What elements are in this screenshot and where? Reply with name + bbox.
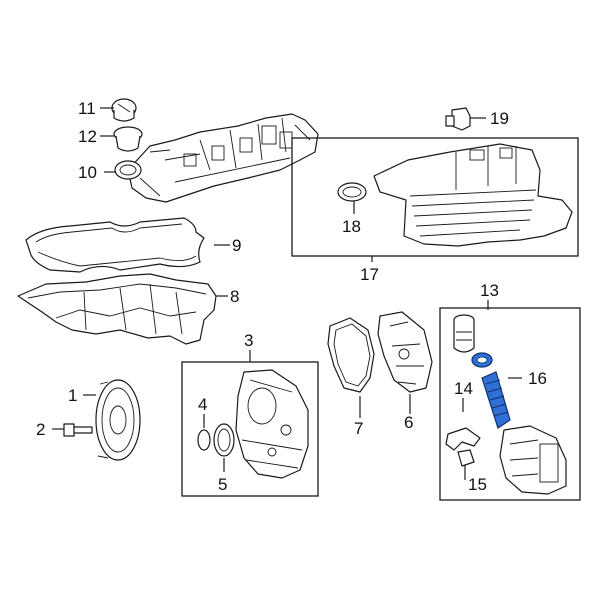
callout-12: 12 (78, 127, 97, 146)
callout-5: 5 (218, 475, 227, 494)
timing-cover[interactable] (235, 369, 309, 479)
oil-filler-cap[interactable] (111, 98, 137, 122)
callout-8: 8 (230, 287, 239, 306)
cylinder-head-cover[interactable] (127, 113, 319, 203)
oil-filter-group-box (439, 307, 581, 501)
oil-line-14[interactable] (445, 427, 481, 451)
cooler-seal-ring[interactable] (337, 182, 367, 202)
crankshaft-pulley[interactable] (95, 379, 141, 461)
callout-13: 13 (480, 281, 499, 300)
callout-11: 11 (78, 99, 96, 118)
callout-19: 19 (490, 109, 509, 128)
callout-7: 7 (354, 419, 363, 438)
o-ring-highlight[interactable] (471, 352, 493, 368)
breather-seal[interactable] (114, 160, 142, 180)
callout-10: 10 (78, 163, 97, 182)
filter-cap[interactable] (453, 314, 475, 353)
callout-2: 2 (36, 420, 45, 439)
callout-labels: 11 12 10 19 18 17 9 8 3 13 1 2 4 5 7 6 1… (36, 99, 547, 494)
oil-pan[interactable] (17, 273, 217, 345)
filler-neck[interactable] (113, 126, 143, 152)
oil-cooler-group-box (291, 137, 579, 257)
front-cover-group-box (181, 361, 319, 497)
callout-17: 17 (360, 265, 379, 284)
pulley-bolt[interactable] (63, 423, 93, 437)
head-cover-gasket[interactable] (25, 217, 205, 273)
crank-seal[interactable] (213, 423, 235, 457)
sensor[interactable] (445, 107, 471, 131)
filter-element[interactable] (481, 371, 511, 429)
callout-6: 6 (404, 413, 413, 432)
cover-gasket[interactable] (327, 317, 375, 393)
callout-16: 16 (528, 369, 547, 388)
filter-housing[interactable] (499, 425, 567, 495)
clip-15[interactable] (457, 449, 475, 467)
callout-3: 3 (244, 331, 253, 350)
seal-ring-4[interactable] (197, 429, 211, 451)
callout-14: 14 (454, 379, 473, 398)
callout-9: 9 (232, 236, 241, 255)
chain-case-cover[interactable] (377, 311, 433, 393)
callout-15: 15 (468, 475, 487, 494)
oil-cooler[interactable] (373, 143, 573, 247)
callout-18: 18 (342, 217, 361, 236)
callout-1: 1 (68, 386, 77, 405)
callout-4: 4 (198, 395, 207, 414)
leader-lines (52, 107, 522, 480)
